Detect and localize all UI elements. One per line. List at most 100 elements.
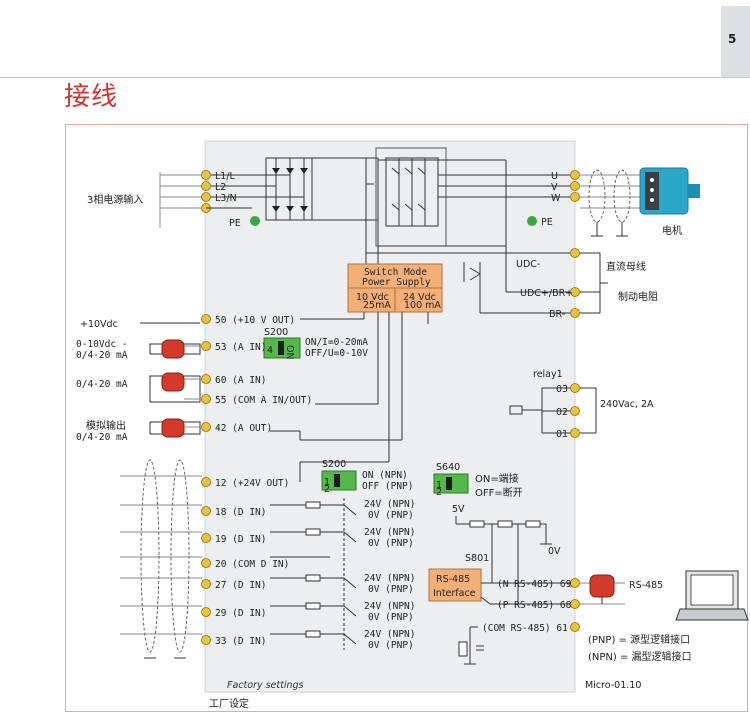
relay-term-03: 03 [556,384,568,395]
d27-0v: 0V (PNP) [368,584,414,595]
digital-input-circuits [270,498,357,650]
terminal-udc-plus: UDC+/BR+ [520,288,573,299]
terminal-55: 55 (COM A IN/OUT) [215,395,312,406]
terminal-19: 19 (D IN) [215,534,266,545]
s200b-num2: 2 [324,484,330,495]
terminal-33: 33 (D IN) [215,636,266,647]
npn-note: (NPN) = 漏型逻辑接口 [588,650,692,663]
model-label: Micro-01.10 [585,680,641,691]
smps-box [347,263,443,313]
terminal-screws [201,170,580,645]
terminal-w: W [551,193,561,204]
page-tab [721,6,750,78]
smps-out2: 24 Vdc [403,292,436,303]
pe-right-label: PE [541,217,553,228]
rs485-box-line1: RS-485 [436,574,470,585]
relay-term-02: 02 [556,407,568,418]
relay-label: relay1 [533,369,563,380]
s200-num: 4 [267,345,273,356]
pnp-off: OFF (PNP) [362,481,413,492]
section-title: 接线 [64,82,119,112]
terminal-l2: L2 [215,182,226,193]
pe-ground-left-icon [250,216,260,226]
relay-term-01: 01 [556,429,568,440]
s640-num1: 1 [436,480,442,491]
rs485-5v: 5V [452,504,465,515]
terminal-60: 60 (A IN) [215,375,266,386]
input60-label: 0/4-20 mA [76,379,128,390]
smps-title2: Power Supply [362,277,431,288]
diagram-frame [65,124,748,712]
terminal-u: U [551,171,558,182]
terminal-50: 50 (+10 V OUT) [215,315,295,326]
terminal-61: (COM RS-485) 61 [482,623,568,634]
s200-label: S200 [264,327,288,338]
pe-ground-right-icon [527,216,537,226]
dc-bus-label: 直流母线 [606,260,646,273]
s640-off: OFF=断开 [475,486,523,499]
terminal-68: (P RS-485) 68 [497,600,572,611]
smps-out1-sub: 25mA [363,300,391,311]
d19-24v: 24V (NPN) [364,527,415,538]
s200-on: ON [284,345,295,360]
s200-off-desc: OFF/U=0-10V [305,348,368,359]
terminal-v: V [551,182,558,193]
terminal-20: 20 (COM D IN) [215,559,289,570]
inverter-bridge [366,147,570,314]
terminal-udc-minus: UDC- [516,259,540,270]
rs485-label: RS-485 [629,580,663,591]
terminal-l3: L3/N [215,193,237,204]
s200-on-desc: ON/I=0-20mA [305,337,368,348]
page-number: 5 [728,32,737,46]
top-rule [0,77,750,78]
s200-switch [263,337,301,359]
s801-label: S801 [465,553,489,564]
pe-left-label: PE [229,218,241,229]
s640-switch [433,473,469,494]
terminal-27: 27 (D IN) [215,580,266,591]
terminal-12: 12 (+24V OUT) [215,478,289,489]
rs485-ground [458,626,484,665]
s200b-num1: 1 [324,477,330,488]
rs485-cable [580,574,625,605]
smps-title1: Switch Mode [364,267,427,278]
laptop-icon [675,570,749,621]
s640-on: ON=端接 [475,472,519,485]
motor-label: 电机 [662,224,682,237]
smps-out2-sub: 100 mA [404,300,441,311]
d18-24v: 24V (NPN) [364,499,415,510]
terminal-29: 29 (D IN) [215,608,266,619]
d27-24v: 24V (NPN) [364,573,415,584]
terminal-53: 53 (A IN) [215,342,266,353]
terminal-18: 18 (D IN) [215,507,266,518]
rs485-box [428,568,482,602]
s200b-switch [321,470,357,491]
terminal-l1: L1/L [215,171,236,182]
input-label: 3相电源输入 [87,193,143,206]
rs485-termination [455,516,552,604]
d33-24v: 24V (NPN) [364,629,415,640]
input53-line1: 0-10Vdc - [76,339,127,350]
motor-wires [580,169,645,237]
v10-label: +10Vdc [80,319,118,330]
s200b-label: S200 [322,459,346,470]
rs485-box-line2: Interface [433,588,476,599]
d18-0v: 0V (PNP) [368,510,414,521]
rs485-0v: 0V [548,546,561,557]
page-caption: 工厂设定 [209,697,249,710]
terminal-42: 42 (A OUT) [215,423,272,434]
d29-0v: 0V (PNP) [368,612,414,623]
brake-label: 制动电阻 [618,290,658,303]
smps-out1: 10 Vdc [356,292,389,303]
relay-rating: 240Vac, 2A [600,399,654,410]
output42-line2: 0/4-20 mA [76,432,128,443]
input53-line2: 0/4-20 mA [76,350,128,361]
npn-on: ON (NPN) [362,470,408,481]
s640-num2: 2 [436,487,442,498]
d19-0v: 0V (PNP) [368,538,414,549]
d33-0v: 0V (PNP) [368,640,414,651]
factory-settings: Factory settings [227,680,304,691]
drive-body [204,140,576,693]
pnp-note: (PNP) = 源型逻辑接口 [588,633,690,646]
